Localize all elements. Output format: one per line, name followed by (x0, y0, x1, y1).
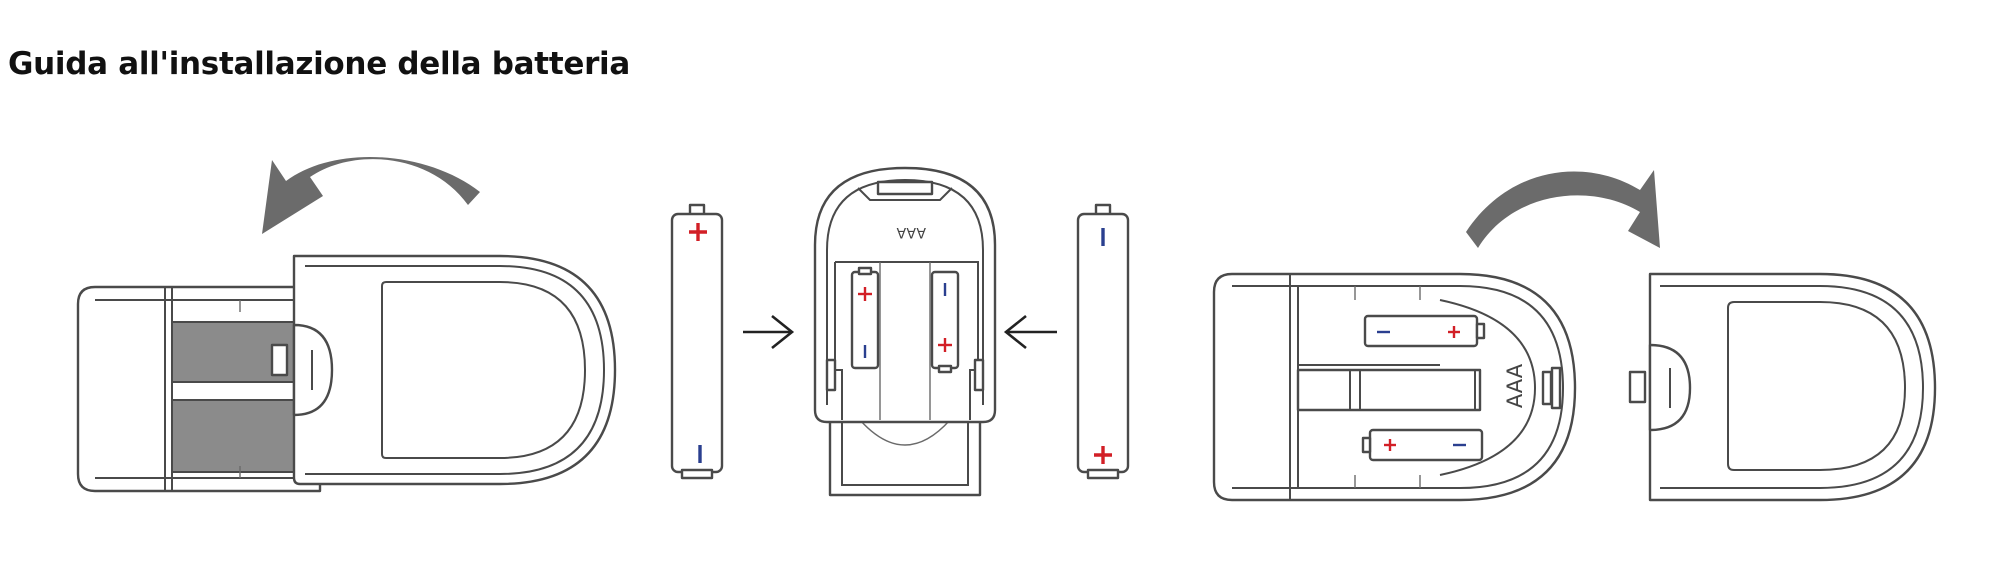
battery-left-positive-sign (689, 223, 707, 241)
device-center-open: AAA (813, 166, 997, 497)
straight-arrow-right-icon (743, 314, 795, 350)
curved-arrow-right-icon (1466, 170, 1660, 248)
straight-arrow-left-icon (1003, 314, 1057, 350)
battery-right (1076, 203, 1130, 480)
installed-battery-bottom (1361, 428, 1484, 462)
installed-battery-top (1363, 314, 1486, 348)
battery-right-positive-sign (1094, 446, 1112, 464)
detached-cover-window (1727, 301, 1907, 471)
step-2-insert-batteries: AAA (670, 166, 1130, 497)
device-aaa-marking: AAA (896, 224, 926, 240)
device-open-base: AAA (1212, 272, 1577, 502)
page-title: Guida all'installazione della batteria (8, 46, 630, 82)
curved-arrow-left-icon (262, 156, 480, 234)
cover-window (381, 281, 587, 459)
battery-cover-detached (1628, 272, 1937, 502)
battery-cover-sliding (292, 254, 617, 486)
step-1-open-cover (76, 156, 617, 493)
battery-left (670, 203, 724, 480)
installed-battery-middle (1296, 368, 1482, 412)
installed-battery-left (850, 266, 880, 370)
step-3-close-cover: AAA (1212, 170, 1937, 502)
installed-battery-right (930, 270, 960, 374)
compartment-aaa-label: AAA (1503, 363, 1527, 408)
